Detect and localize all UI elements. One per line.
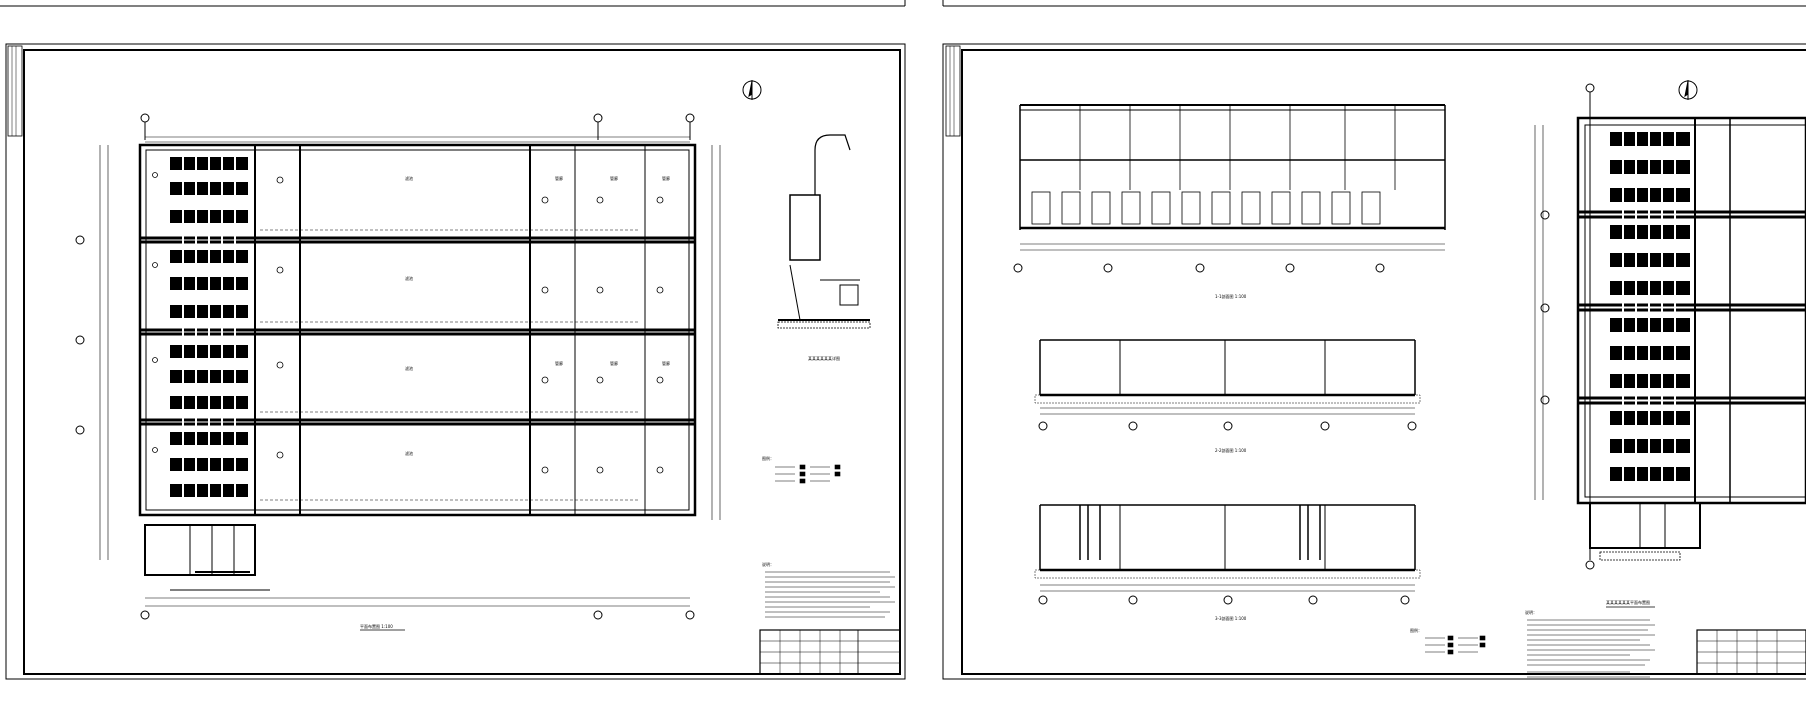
notes-title: 说明： <box>1525 609 1537 615</box>
right-plan-caption: 某某某某某某平面布置图 <box>1606 599 1650 605</box>
room-label: 滤池 <box>405 450 413 456</box>
room-label: 管廊 <box>662 360 670 366</box>
top-sheet-borders <box>0 0 1806 7</box>
section-3-3-pipes <box>1079 505 1321 560</box>
room-label: 管廊 <box>610 360 618 366</box>
annex-rooms <box>144 524 270 591</box>
right-sheet: 1-1剖面图 1:100 2-2剖面图 1:100 <box>942 43 1806 680</box>
legend: 图例： <box>1410 627 1486 655</box>
room-label: 管廊 <box>610 175 618 181</box>
north-arrow-icon <box>1678 80 1698 100</box>
section-3-3 <box>1034 504 1421 592</box>
left-sheet: 滤池 滤池 滤池 滤池 管廊 管廊 管廊 管廊 管廊 管廊 <box>5 43 906 680</box>
left-sheet-frame <box>5 43 906 680</box>
legend: 图例： <box>762 455 841 484</box>
right-plan-axis <box>1534 83 1595 570</box>
north-arrow-icon <box>742 80 762 100</box>
notes-title: 说明： <box>762 561 774 567</box>
room-label: 管廊 <box>555 360 563 366</box>
section-1-1-filters <box>1031 191 1381 225</box>
valve-symbols <box>152 172 664 474</box>
room-label: 管廊 <box>555 175 563 181</box>
title-block <box>1696 629 1806 675</box>
section-2-2 <box>1034 339 1421 415</box>
section-caption: 某某某某某某详图 <box>808 355 840 361</box>
section-caption: 3-3剖面图 1:100 <box>1215 615 1247 621</box>
right-plan <box>1576 116 1806 505</box>
legend-title: 图例： <box>762 455 774 461</box>
section-caption: 2-2剖面图 1:100 <box>1215 447 1247 453</box>
section-caption: 1-1剖面图 1:100 <box>1215 293 1247 299</box>
room-label: 滤池 <box>405 175 413 181</box>
design-notes: 说明： <box>1525 609 1655 678</box>
plan-caption: 平面布置图 1:100 <box>360 623 393 629</box>
axis-bubbles <box>75 113 695 620</box>
plan-dimension-lines <box>99 136 721 607</box>
pipe-section-detail <box>777 134 871 329</box>
room-label: 滤池 <box>405 275 413 281</box>
section-3-3-axis-bubbles <box>1038 595 1410 605</box>
section-1-1-axis-bubbles <box>1013 263 1385 273</box>
design-notes: 说明： <box>762 561 895 618</box>
room-label: 滤池 <box>405 365 413 371</box>
right-plan-block-dividers <box>1622 130 1676 485</box>
room-label: 管廊 <box>662 175 670 181</box>
filter-block-dividers <box>182 155 236 500</box>
section-1-1 <box>1019 104 1446 251</box>
section-2-2-axis-bubbles <box>1038 421 1417 431</box>
legend-title: 图例： <box>1410 627 1422 633</box>
plan-room-labels: 滤池 滤池 滤池 滤池 管廊 管廊 管廊 管廊 管廊 管廊 <box>405 175 670 456</box>
right-plan-annex <box>1589 502 1701 561</box>
filter-plan <box>138 143 697 517</box>
right-sheet-frame <box>942 43 1806 680</box>
title-block <box>759 629 901 675</box>
